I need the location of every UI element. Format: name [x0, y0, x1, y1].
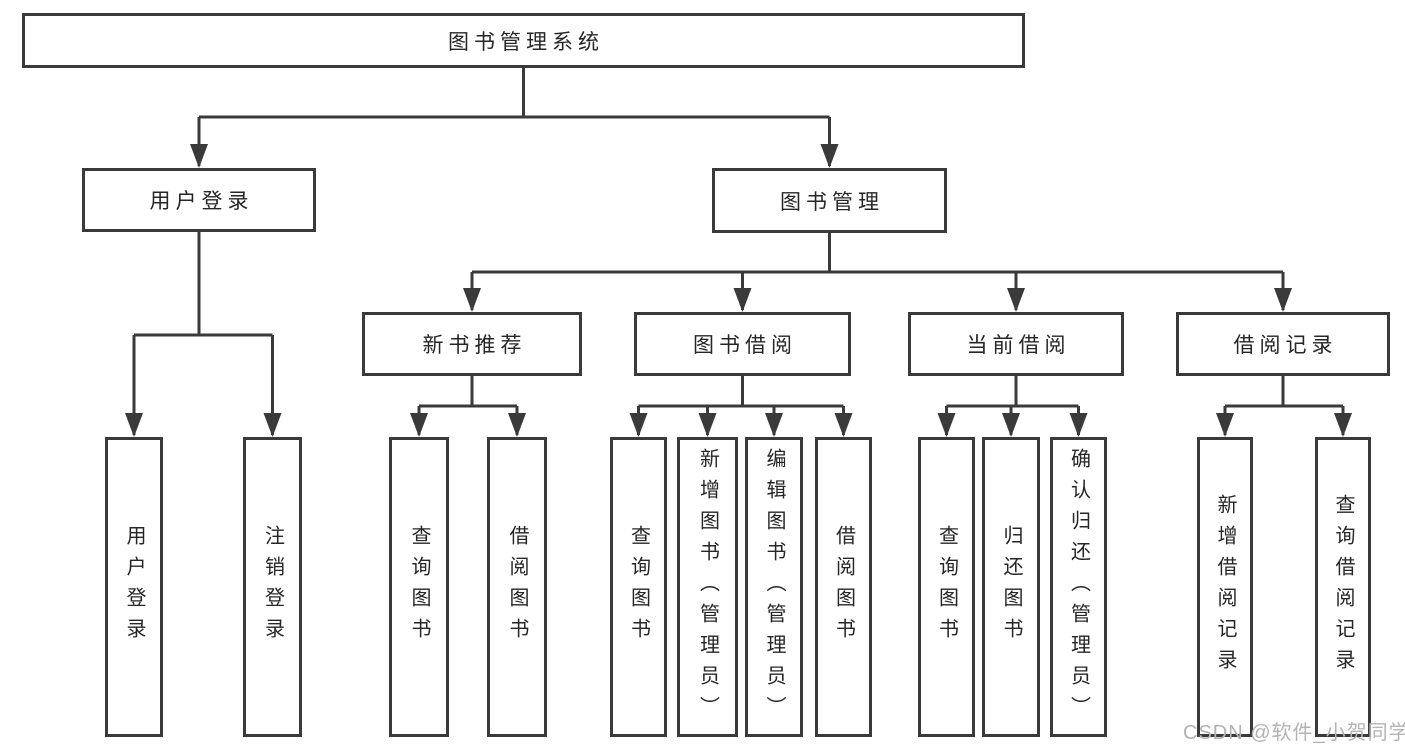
leaf-user-login-label: 用户登录 — [123, 525, 145, 649]
leaf-borrow-book-borrow: 借阅图书 — [815, 437, 872, 737]
connector-current-borrow-branch — [937, 376, 1088, 437]
leaf-logout-label: 注销登录 — [261, 525, 284, 649]
leaf-add-borrow-record-label: 新增借阅记录 — [1214, 494, 1236, 680]
leaf-query-book-newrec: 查询图书 — [389, 437, 449, 737]
leaf-query-book-current-label: 查询图书 — [935, 525, 958, 649]
node-book-mgmt: 图书管理 — [712, 168, 947, 233]
leaf-query-book-borrow: 查询图书 — [610, 437, 667, 737]
connector-new-book-rec-branch — [410, 376, 526, 437]
leaf-user-login: 用户登录 — [105, 437, 163, 737]
leaf-return-book-label: 归还图书 — [1000, 525, 1022, 649]
leaf-borrow-book-borrow-label: 借阅图书 — [832, 525, 855, 649]
leaf-borrow-book-newrec-label: 借阅图书 — [506, 525, 528, 649]
node-book-borrow: 图书借阅 — [634, 312, 851, 376]
connector-borrow-records-branch — [1216, 376, 1352, 437]
connector-root-to-level2 — [190, 68, 839, 168]
leaf-query-book-current: 查询图书 — [918, 437, 975, 737]
leaf-edit-book-admin-label: 编辑图书（管理员） — [763, 447, 785, 727]
node-root: 图书管理系统 — [22, 13, 1025, 68]
leaf-query-book-borrow-label: 查询图书 — [627, 525, 650, 649]
leaf-confirm-return-admin: 确认归还（管理员） — [1050, 437, 1107, 737]
node-new-book-rec: 新书推荐 — [362, 312, 582, 376]
csdn-watermark: CSDN @软件_小贺同学 — [1183, 722, 1405, 744]
leaf-logout: 注销登录 — [243, 437, 302, 737]
leaf-borrow-book-newrec: 借阅图书 — [487, 437, 547, 737]
leaf-edit-book-admin: 编辑图书（管理员） — [745, 437, 803, 737]
leaf-add-borrow-record: 新增借阅记录 — [1197, 437, 1253, 737]
leaf-confirm-return-admin-label: 确认归还（管理员） — [1067, 447, 1090, 727]
node-current-borrow: 当前借阅 — [908, 312, 1124, 376]
leaf-query-borrow-record-label: 查询借阅记录 — [1332, 494, 1354, 680]
leaf-add-book-admin: 新增图书（管理员） — [677, 437, 738, 737]
leaf-add-book-admin-label: 新增图书（管理员） — [696, 447, 719, 727]
leaf-query-borrow-record: 查询借阅记录 — [1315, 437, 1371, 737]
connector-book-mgmt-to-level3 — [463, 233, 1292, 312]
node-borrow-records: 借阅记录 — [1176, 312, 1390, 376]
node-user-login: 用户登录 — [82, 168, 316, 232]
connector-book-borrow-branch — [629, 376, 853, 437]
connector-user-login-branch — [125, 232, 282, 437]
leaf-return-book: 归还图书 — [982, 437, 1040, 737]
leaf-query-book-newrec-label: 查询图书 — [408, 525, 430, 649]
